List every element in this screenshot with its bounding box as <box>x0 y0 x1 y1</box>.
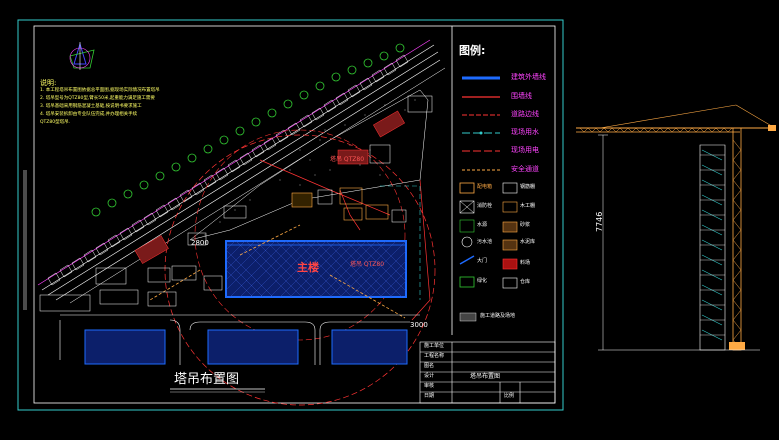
title-block-cell: 施工单位 <box>424 343 445 349</box>
legend-symbol-label: 绿化 <box>477 278 488 284</box>
legend-line-label: 现场用水 <box>511 128 539 136</box>
dimension-bottom: 3000 <box>410 321 428 329</box>
north-arrow-icon <box>69 42 95 70</box>
bottom-road <box>59 314 420 365</box>
legend-symbol-label: 水源 <box>477 222 488 228</box>
legend-symbol-label: 水泥库 <box>520 239 536 245</box>
title-block-cell: 设计 <box>424 373 435 379</box>
note-line: QTZ80型塔吊. <box>40 120 71 125</box>
tower-height-dimension: 7746 <box>595 211 604 232</box>
legend-line-label: 建筑外墙线 <box>511 73 546 81</box>
title-block-cell: 审核 <box>424 383 435 389</box>
legend-symbol-icons <box>459 182 518 322</box>
parking-stalls <box>47 54 409 286</box>
legend-title: 图例: <box>459 44 486 57</box>
legend-symbol-label: 污水池 <box>477 239 493 245</box>
site-facilities <box>39 95 433 312</box>
main-building-crane-tag: 塔吊 QTZ80 <box>350 261 385 268</box>
safety-passage <box>149 224 406 319</box>
legend-symbol-label: 大门 <box>477 258 488 264</box>
legend-symbol-label: 施工道路及场地 <box>480 313 516 319</box>
site-area-outline <box>189 89 429 241</box>
legend-line-label: 安全通道 <box>511 165 539 173</box>
secondary-crane-tag: 塔吊 QTZ80 <box>330 156 365 163</box>
drawing-title: 塔吊布置图 <box>174 372 240 387</box>
title-block-cell: 工程名称 <box>424 353 445 359</box>
legend-line-label: 围墙线 <box>511 92 532 100</box>
drawing-border <box>33 25 556 404</box>
legend-line-samples <box>462 76 500 171</box>
sheet-frame <box>17 19 564 411</box>
title-block-scale: 比例 <box>504 393 515 399</box>
legend-symbol-label: 木工棚 <box>520 203 536 209</box>
main-building-label: 主楼 <box>297 261 319 274</box>
legend-symbol-label: 料场 <box>520 260 531 266</box>
legend-line-label: 道路边线 <box>511 110 539 118</box>
legend-symbol-label: 消防栓 <box>477 203 493 209</box>
title-block-cell: 图名 <box>424 363 435 369</box>
legend-symbol-label: 配电箱 <box>477 184 493 190</box>
title-block-cell: 日期 <box>424 393 435 399</box>
notes-heading: 说明: <box>40 79 57 87</box>
water-line <box>380 185 421 300</box>
legend-line-label: 现场用电 <box>511 146 539 154</box>
legend-symbol-label: 仓库 <box>520 279 531 285</box>
note-line: 3. 塔吊基础采用钢筋混凝土基础,按说明书要求施工 <box>40 104 142 109</box>
tree-row <box>91 43 405 217</box>
legend-symbol-label: 钢筋棚 <box>520 184 536 190</box>
note-line: 4. 塔吊安装拆卸由专业队伍完成,并办理相关手续 <box>40 112 138 117</box>
title-block-grid <box>419 341 556 404</box>
crane-radius-1 <box>164 134 436 406</box>
note-line: 1. 本工程塔吊布置图依据总平面图,据现场实际情况布置塔吊 <box>40 88 160 93</box>
note-line: 2. 塔吊型号为QTZ80型,臂长50米,起重能力满足施工需要 <box>40 96 155 101</box>
legend-symbol-label: 砂浆 <box>520 222 531 228</box>
title-block-drawing-name: 塔吊布置图 <box>470 373 501 380</box>
dimension-side: 2800 <box>191 239 209 247</box>
main-building <box>225 240 407 298</box>
crane-radius-2 <box>194 129 406 341</box>
tower-crane-elevation <box>576 104 776 351</box>
